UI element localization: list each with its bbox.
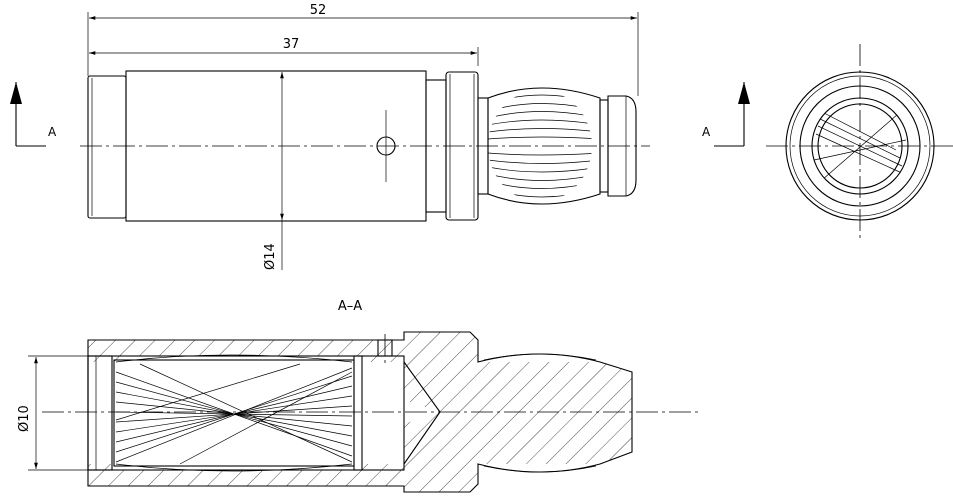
section-view: A–A [17, 299, 698, 493]
dimension-outer-diameter: Ø14 [263, 72, 284, 270]
dimension-bore-diameter-text: Ø10 [17, 405, 32, 432]
end-view: A [702, 44, 953, 242]
dimension-total-length-text: 52 [310, 3, 327, 18]
dimension-bore-diameter: Ø10 [17, 355, 88, 471]
front-view: 52 37 [10, 3, 650, 270]
internal-spline [113, 354, 355, 472]
section-marker-right: A [702, 82, 750, 147]
dimension-spline-length-text: 37 [283, 37, 300, 52]
section-label-right: A [702, 125, 711, 139]
dimension-outer-diameter-text: Ø14 [263, 243, 278, 270]
dimension-spline-length: 37 [89, 37, 477, 55]
dimension-total-length: 52 [89, 3, 637, 20]
section-marker-left: A [10, 82, 57, 147]
section-title: A–A [338, 299, 362, 314]
section-label-left: A [48, 125, 57, 139]
